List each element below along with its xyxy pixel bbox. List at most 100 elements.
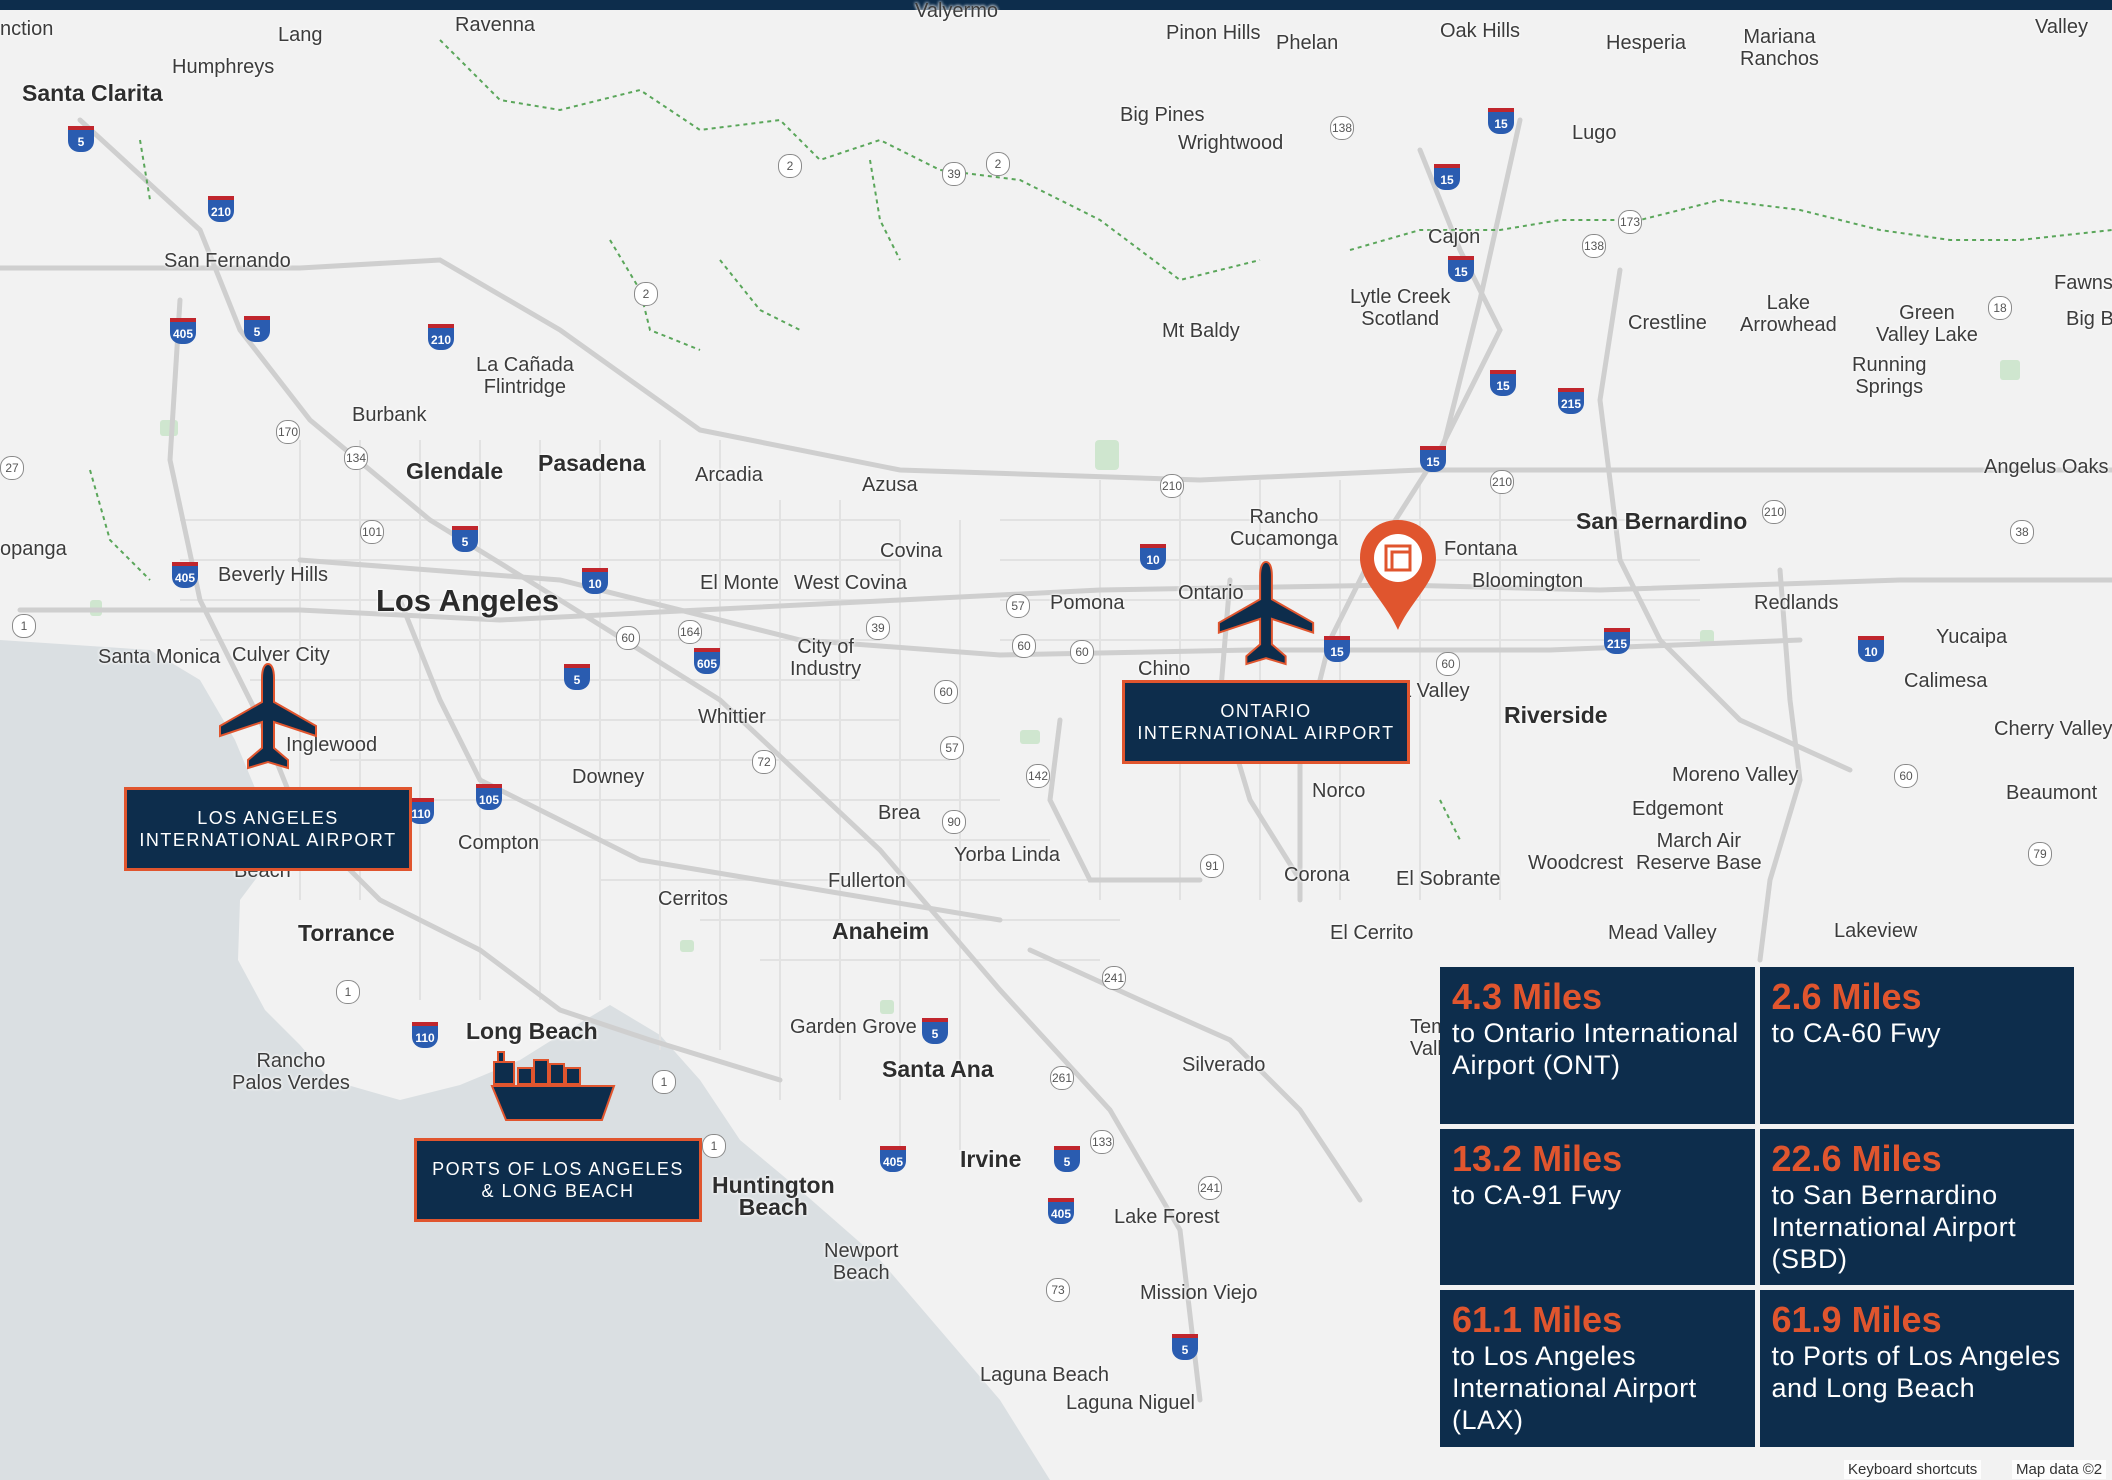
keyboard-shortcuts-link[interactable]: Keyboard shortcuts bbox=[1844, 1460, 1982, 1479]
label-green-valley-lake: Green Valley Lake bbox=[1876, 302, 1978, 346]
label-valley-tr: Valley bbox=[2035, 16, 2088, 38]
label-mariana-ranchos: Mariana Ranchos bbox=[1740, 26, 1819, 70]
stat-label: to CA-60 Fwy bbox=[1771, 1018, 1942, 1048]
shield-sr241: 241 bbox=[1102, 966, 1126, 990]
label-beaumont: Beaumont bbox=[2006, 782, 2098, 804]
stat-label: to CA-91 Fwy bbox=[1452, 1179, 1622, 1210]
label-santa-ana: Santa Ana bbox=[882, 1056, 994, 1082]
label-mead-valley: Mead Valley bbox=[1608, 922, 1717, 944]
label-city-of-industry: City of Industry bbox=[790, 636, 862, 680]
label-woodcrest: Woodcrest bbox=[1528, 852, 1624, 874]
stat-value: 4.3 Miles bbox=[1452, 976, 1603, 1017]
map-data-attribution[interactable]: Map data ©2 bbox=[2012, 1460, 2107, 1479]
label-el-monte: El Monte bbox=[700, 572, 779, 594]
label-beverly-hills: Beverly Hills bbox=[218, 564, 329, 586]
label-el-cerrito: El Cerrito bbox=[1330, 922, 1414, 944]
label-cerritos: Cerritos bbox=[658, 888, 729, 910]
label-wrightwood: Wrightwood bbox=[1178, 132, 1284, 154]
label-laguna-niguel: Laguna Niguel bbox=[1066, 1392, 1195, 1414]
label-newport-beach: Newport Beach bbox=[824, 1240, 899, 1284]
shield-sr60c: 60 bbox=[1436, 652, 1460, 676]
stat-value: 2.6 Miles bbox=[1771, 976, 1922, 1017]
shield-i110b: 110 bbox=[412, 1022, 438, 1048]
label-silverado: Silverado bbox=[1182, 1054, 1266, 1076]
label-crestline: Crestline bbox=[1628, 312, 1707, 334]
shield-sr72: 72 bbox=[752, 750, 776, 774]
label-culver-city: Culver City bbox=[232, 644, 330, 666]
shield-sr27: 27 bbox=[0, 456, 24, 480]
shield-sr1d: 1 bbox=[12, 614, 36, 638]
shield-i5f: 5 bbox=[1054, 1146, 1080, 1172]
location-pin-icon[interactable] bbox=[1358, 518, 1438, 632]
shield-i5e: 5 bbox=[922, 1018, 948, 1044]
shield-sr60: 60 bbox=[1012, 634, 1036, 658]
label-mt-baldy: Mt Baldy bbox=[1162, 320, 1240, 342]
shield-sr138b: 138 bbox=[1582, 234, 1606, 258]
label-valyermo: Valyermo bbox=[915, 0, 998, 22]
shield-sr1c: 1 bbox=[336, 980, 360, 1004]
airplane-icon bbox=[219, 662, 317, 770]
shield-sr60e: 60 bbox=[616, 626, 640, 650]
label-los-angeles: Los Angeles bbox=[376, 583, 560, 618]
ports-callout: PORTS OF LOS ANGELES & LONG BEACH bbox=[414, 1138, 702, 1222]
stat-ca91: 13.2 Miles to CA-91 Fwy bbox=[1440, 1128, 1755, 1286]
label-bloomington: Bloomington bbox=[1472, 570, 1584, 592]
stat-value: 22.6 Miles bbox=[1771, 1137, 1942, 1179]
label-pomona: Pomona bbox=[1050, 592, 1125, 614]
shield-sr241b: 241 bbox=[1198, 1176, 1222, 1200]
label-la-canada: La Cañada Flintridge bbox=[476, 354, 574, 398]
label-inglewood: Inglewood bbox=[286, 734, 378, 756]
shield-sr134: 134 bbox=[344, 446, 368, 470]
stat-lax: 61.1 Miles to Los Angeles International … bbox=[1440, 1290, 1755, 1447]
shield-i10c: 10 bbox=[1858, 636, 1884, 662]
shield-i15b: 15 bbox=[1420, 446, 1446, 472]
shield-i15d: 15 bbox=[1448, 256, 1474, 282]
label-whittier: Whittier bbox=[698, 706, 766, 728]
label-san-fernando: San Fernando bbox=[164, 250, 291, 272]
label-covina: Covina bbox=[880, 540, 943, 562]
shield-i210: 210 bbox=[208, 196, 234, 222]
stat-ont: 4.3 Miles to Ontario International Airpo… bbox=[1440, 967, 1755, 1124]
shield-sr39: 39 bbox=[942, 162, 966, 186]
label-santa-clarita: Santa Clarita bbox=[22, 80, 163, 106]
shield-sr133: 133 bbox=[1090, 1130, 1114, 1154]
label-anaheim: Anaheim bbox=[832, 918, 930, 944]
shield-sr2b: 2 bbox=[986, 152, 1010, 176]
shield-i5: 5 bbox=[68, 126, 94, 152]
label-yucaipa: Yucaipa bbox=[1936, 626, 2008, 648]
label-angelus-oaks: Angelus Oaks bbox=[1984, 456, 2109, 478]
cargo-ship-icon bbox=[490, 1051, 616, 1121]
label-march-air: March Air Reserve Base bbox=[1636, 830, 1762, 874]
label-downey: Downey bbox=[572, 766, 645, 788]
label-corona: Corona bbox=[1284, 864, 1350, 886]
shield-i10: 10 bbox=[582, 568, 608, 594]
label-lake-forest: Lake Forest bbox=[1114, 1206, 1220, 1228]
shield-i5g: 5 bbox=[1172, 1334, 1198, 1360]
shield-sr173: 173 bbox=[1618, 210, 1642, 234]
label-garden-grove: Garden Grove bbox=[790, 1016, 917, 1038]
shield-sr210: 210 bbox=[1160, 474, 1184, 498]
label-oak-hills: Oak Hills bbox=[1440, 20, 1521, 42]
label-big-b: Big B bbox=[2066, 308, 2112, 330]
shield-i215: 215 bbox=[1558, 388, 1584, 414]
shield-sr142: 142 bbox=[1026, 764, 1050, 788]
lax-callout: LOS ANGELES INTERNATIONAL AIRPORT bbox=[124, 787, 412, 871]
label-cajon: Cajon bbox=[1428, 226, 1481, 248]
label-edgemont: Edgemont bbox=[1632, 798, 1724, 820]
label-lang: Lang bbox=[278, 24, 323, 46]
label-cherry-valley: Cherry Valley bbox=[1994, 718, 2112, 740]
shield-i210b: 210 bbox=[428, 324, 454, 350]
stat-label: to Los Angeles International Airport (LA… bbox=[1452, 1341, 1697, 1436]
stat-value: 61.9 Miles bbox=[1771, 1299, 1942, 1341]
label-fullerton: Fullerton bbox=[828, 870, 906, 892]
shield-i405b: 405 bbox=[172, 562, 198, 588]
shield-us101: 101 bbox=[360, 520, 384, 544]
label-jurupa-valley: a Valley bbox=[1400, 680, 1470, 702]
shield-sr210c: 210 bbox=[1762, 500, 1786, 524]
shield-sr38: 38 bbox=[2010, 520, 2034, 544]
shield-sr2c: 2 bbox=[634, 282, 658, 306]
stat-label: to Ontario International Airport (ONT) bbox=[1452, 1018, 1739, 1080]
shield-i15: 15 bbox=[1324, 636, 1350, 662]
label-el-sobrante: El Sobrante bbox=[1396, 868, 1501, 890]
